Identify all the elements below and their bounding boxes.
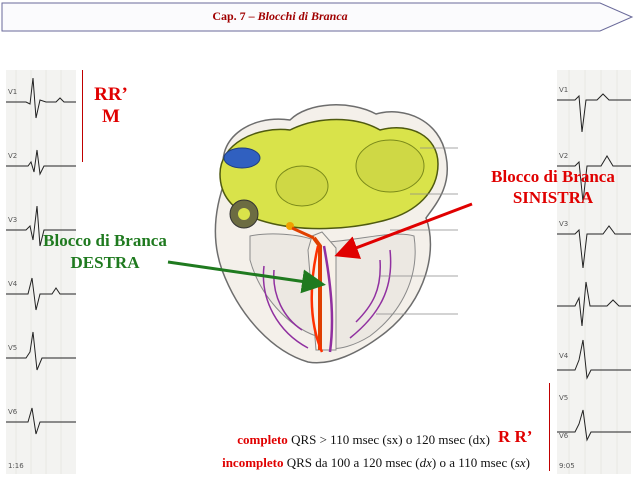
left-bundle-branch-block-label: Blocco di Branca SINISTRA	[473, 166, 633, 208]
chapter-title: Cap. 7 – Blocchi di Branca	[0, 9, 560, 24]
chapter-number: Cap. 7 –	[212, 9, 255, 23]
ecg-right-lead-v5: V5	[559, 394, 568, 402]
ecg-right-footer: 9:05	[559, 462, 575, 470]
divider-bottom-right	[549, 383, 550, 471]
ecg-left-lead-v1: V1	[8, 88, 17, 96]
rr-m-label: RR’ M	[88, 84, 134, 128]
complete-criteria-line: completo QRS > 110 msec (sx) o 120 msec …	[90, 432, 490, 448]
ecg-left-traces: V1 V2 V3 V4 V5 V6 1:16	[6, 70, 76, 474]
rr-m-line2: M	[102, 106, 120, 127]
incomplete-keyword: incompleto	[222, 455, 284, 470]
heart-conduction-illustration	[214, 104, 458, 364]
header-banner	[1, 2, 634, 32]
incomplete-text-c: )	[525, 455, 530, 470]
left-block-line2: SINISTRA	[512, 188, 594, 207]
ecg-left-lead-v2: V2	[8, 152, 17, 160]
ecg-left-lead-v4: V4	[8, 280, 18, 288]
divider-top-left	[82, 70, 83, 162]
ecg-right-lead-v2: V2	[559, 152, 568, 160]
ecg-strip-right: V1 V2 V3 V4 V5 V6 9:05	[557, 70, 631, 474]
ecg-right-lead-v1: V1	[559, 86, 568, 94]
incomplete-text-b: ) o a 110 msec (	[431, 455, 515, 470]
incomplete-criteria-line: incompleto QRS da 100 a 120 msec (dx) o …	[60, 455, 530, 471]
right-block-line1: Blocco di Branca	[43, 231, 167, 250]
complete-criteria-text: QRS > 110 msec (sx) o 120 msec (dx)	[291, 432, 490, 447]
ecg-left-lead-v5: V5	[8, 344, 17, 352]
ecg-right-lead-v6: V6	[559, 432, 569, 440]
ecg-right-lead-v4: V4	[559, 352, 569, 360]
ecg-left-footer: 1:16	[8, 462, 24, 470]
rr-prime-label: R R’	[498, 427, 533, 446]
ecg-left-lead-v6: V6	[8, 408, 18, 416]
right-bundle-branch-block-label: Blocco di Branca DESTRA	[20, 230, 190, 274]
incomplete-dx: dx	[419, 455, 432, 470]
left-block-line1: Blocco di Branca	[491, 167, 615, 186]
right-block-line2: DESTRA	[70, 253, 140, 272]
chapter-subtitle: Blocchi di Branca	[257, 9, 348, 23]
incomplete-text-a: QRS da 100 a 120 msec (	[286, 455, 420, 470]
rr-m-line1: RR’	[94, 84, 128, 105]
ecg-strip-left: V1 V2 V3 V4 V5 V6 1:16	[6, 70, 76, 474]
ecg-right-traces: V1 V2 V3 V4 V5 V6 9:05	[557, 70, 631, 474]
complete-keyword: completo	[237, 432, 288, 447]
ecg-left-lead-v3: V3	[8, 216, 17, 224]
incomplete-sx: sx	[514, 455, 526, 470]
ecg-right-lead-v3: V3	[559, 220, 568, 228]
